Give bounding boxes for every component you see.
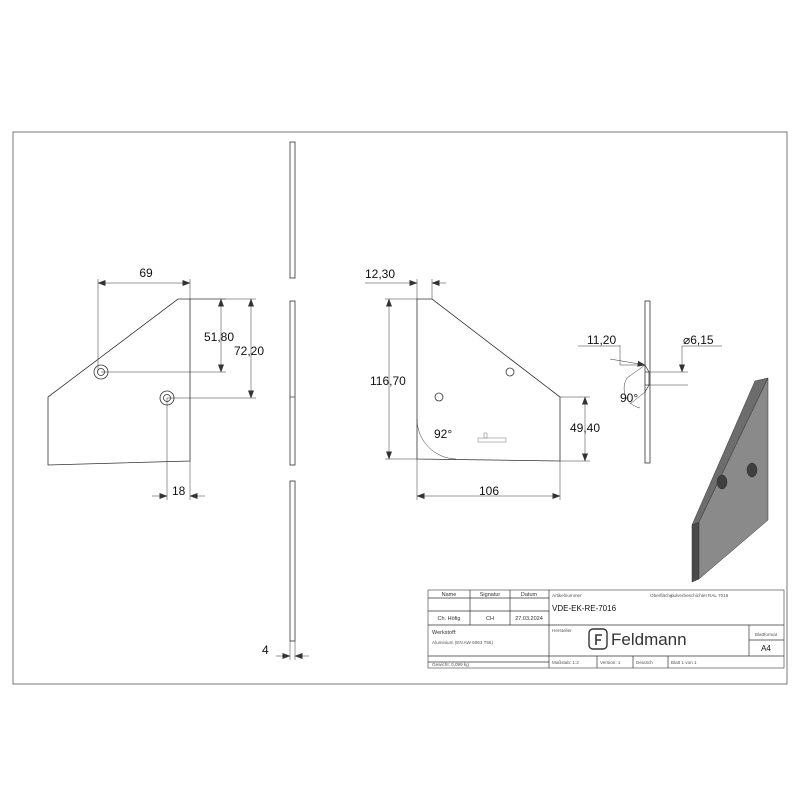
- back-view-outline: [416, 298, 561, 462]
- isometric-side-face: [691, 521, 700, 583]
- side-view: 4: [262, 141, 309, 660]
- isometric-front-face: [698, 377, 769, 580]
- dim-back-width: 106: [479, 484, 499, 498]
- dim-detail-counterbore: 11,20: [587, 333, 616, 347]
- tb-format-value: A4: [761, 644, 771, 653]
- tb-surface-label: Oberfläche:: [650, 593, 674, 598]
- title-block: Name Signatur Datum Ch. Höfig CH 27.03.2…: [427, 589, 785, 669]
- tb-brand: Feldmann: [611, 630, 687, 649]
- tb-format-label: Blattformat: [755, 632, 778, 637]
- side-view-lower-segment: [289, 480, 296, 642]
- isometric-hole-left: [716, 474, 728, 490]
- tb-article-label: Artikelnummer: [552, 593, 582, 598]
- dim-side-thickness: 4: [262, 643, 269, 657]
- dim-front-hole-lower: 72,20: [234, 344, 264, 358]
- section-detail: 11,20 ⌀6,15 90°: [578, 300, 722, 464]
- dim-back-chamfer: 12,30: [365, 267, 395, 281]
- isometric-view: [691, 377, 769, 583]
- tb-sheet: Blatt 1 von 1: [671, 660, 697, 665]
- front-view-outline: [47, 298, 191, 466]
- dim-front-hole-upper: 51,80: [204, 330, 234, 344]
- tb-article-number: VDE-EK-RE-7016: [552, 604, 617, 613]
- tb-name: Ch. Höfig: [438, 616, 461, 622]
- tb-surface-value: pulverbeschichtet RAL 7016: [671, 593, 729, 598]
- tb-header-date: Datum: [521, 592, 538, 598]
- tb-weight: Gewicht: 0,099 kg: [432, 662, 469, 667]
- dim-front-width: 69: [139, 266, 153, 280]
- dim-detail-angle: 90°: [620, 391, 638, 405]
- dim-back-angle: 92°: [434, 427, 452, 441]
- back-view-hole-upper: [505, 367, 515, 377]
- section-detail-strip: [644, 300, 651, 464]
- tb-scale: Maßstab: 1:2: [552, 660, 579, 665]
- isometric-hole-right: [746, 462, 758, 478]
- tb-date: 27.03.2024: [515, 616, 543, 622]
- side-view-upper-segment: [289, 141, 296, 279]
- back-view-marking: [477, 437, 507, 443]
- drawing-border: [12, 131, 788, 685]
- tb-signature: CH: [486, 616, 494, 622]
- feldmann-logo-icon: [588, 628, 608, 650]
- front-view: 69 51,80 72,20 18: [47, 266, 264, 500]
- tb-header-name: Name: [442, 592, 457, 598]
- side-view-middle-segment: [289, 300, 296, 466]
- tb-material-value: Aluminium (EN AW 6063 T66): [432, 640, 493, 645]
- tb-version: Version: 1: [600, 660, 621, 665]
- tb-material-label: Werkstoff:: [432, 630, 457, 636]
- tb-language: Deutsch: [636, 660, 653, 665]
- dim-front-hole-offset: 18: [172, 484, 186, 498]
- tb-manufacturer-label: Hersteller: [552, 628, 572, 633]
- dim-detail-hole-dia: ⌀6,15: [683, 333, 714, 347]
- dim-back-edge: 49,40: [570, 421, 600, 435]
- back-view-hole-lower: [434, 392, 444, 402]
- back-view: 12,30 116,70 49,40 106 92°: [365, 267, 600, 500]
- tb-header-signature: Signatur: [480, 592, 501, 598]
- dim-back-height: 116,70: [370, 374, 406, 388]
